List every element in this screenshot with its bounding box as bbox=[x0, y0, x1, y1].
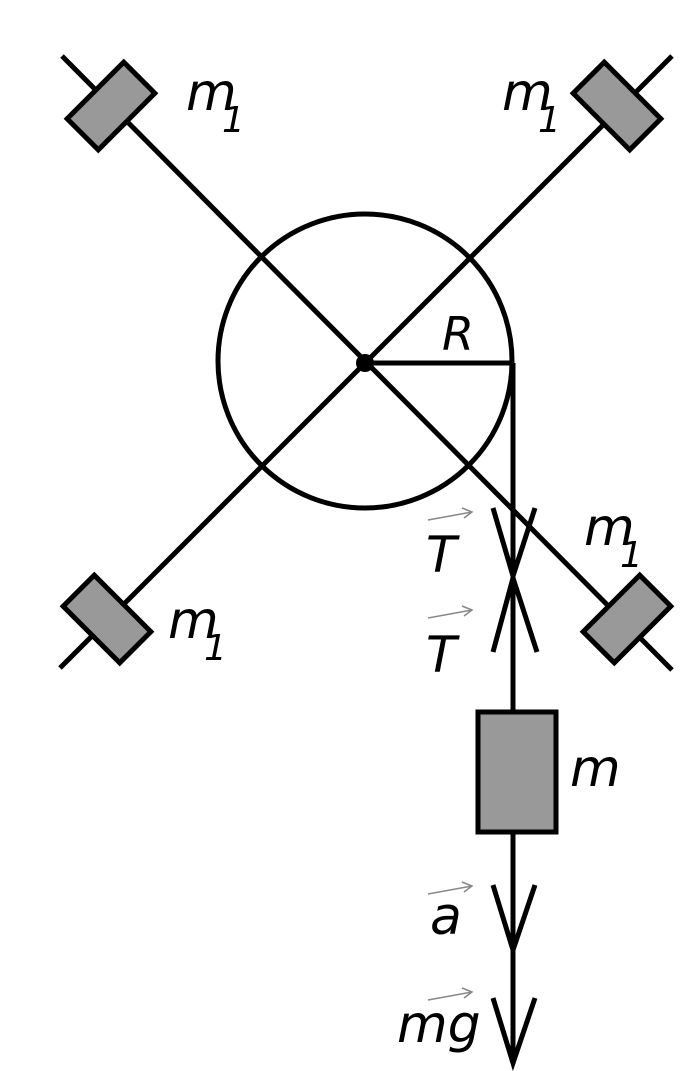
vector-hat-g bbox=[427, 987, 474, 1001]
label-m1-top-left-sub: 1 bbox=[222, 100, 245, 141]
label-tension-lower: T bbox=[426, 626, 460, 684]
weight-arrow bbox=[490, 997, 538, 1071]
label-weight: mg bbox=[397, 995, 481, 1055]
label-m1-top-left: m bbox=[186, 63, 237, 123]
label-m1-top-right: m bbox=[502, 63, 553, 123]
label-hanging-mass: m bbox=[570, 739, 621, 799]
mass-m1-top-left bbox=[63, 58, 159, 154]
axle-dot bbox=[356, 354, 374, 372]
label-m1-bottom-left-sub: 1 bbox=[204, 628, 227, 669]
label-m1-bottom-right-sub: 1 bbox=[620, 535, 643, 576]
vector-hat-t1 bbox=[427, 507, 474, 521]
label-m1-bottom-right: m bbox=[584, 498, 635, 558]
acceleration-arrow bbox=[490, 884, 538, 959]
hanging-mass-block bbox=[475, 709, 559, 835]
label-radius: R bbox=[442, 307, 474, 361]
vector-hat-a bbox=[427, 881, 474, 895]
label-acceleration: a bbox=[430, 887, 462, 947]
label-m1-top-right-sub: 1 bbox=[538, 100, 561, 141]
label-m1-bottom-left: m bbox=[168, 591, 219, 651]
tension-arrow-up bbox=[490, 569, 540, 653]
vector-hat-t2 bbox=[427, 605, 474, 619]
label-tension-upper: T bbox=[426, 526, 460, 584]
mass-m1-top-right bbox=[569, 58, 665, 154]
mass-m1-bottom-left bbox=[59, 571, 155, 667]
mass-m1-bottom-right bbox=[579, 571, 675, 667]
